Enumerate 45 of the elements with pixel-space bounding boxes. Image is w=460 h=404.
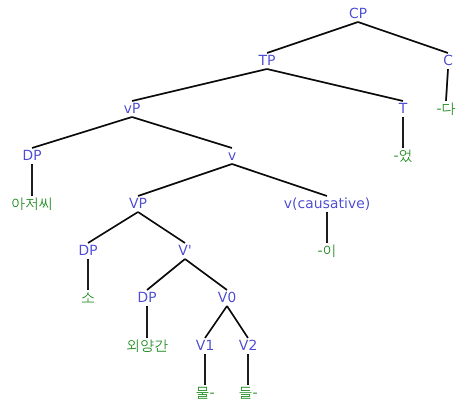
category-label: DP (77, 243, 99, 259)
tree-branch (88, 211, 138, 244)
tree-branch (247, 354, 249, 385)
tree-branch (326, 212, 328, 243)
tree-branch (138, 211, 186, 244)
tree-branch (31, 164, 33, 196)
category-label: v (226, 148, 238, 164)
tree-branch (32, 116, 132, 149)
tree-branch (146, 258, 186, 291)
tree-branch (184, 258, 228, 291)
tree-branch (132, 116, 232, 149)
word-label: 들- (237, 385, 259, 401)
tree-branch (204, 306, 228, 338)
tree-branch (358, 21, 448, 54)
word-label: -었 (392, 148, 414, 164)
word-label: 아저씨 (10, 196, 54, 212)
tree-branch (226, 306, 249, 338)
word-label: 외양간 (125, 338, 169, 354)
word-label: -다 (435, 101, 457, 117)
tree-branch (402, 117, 404, 148)
category-label: vP (122, 101, 142, 117)
category-label: CP (348, 6, 368, 22)
tree-branch (266, 21, 358, 54)
category-label: DP (136, 290, 158, 306)
category-label: V2 (238, 338, 258, 354)
word-label: 소 (80, 290, 96, 306)
category-label: V0 (216, 290, 238, 306)
category-label: V1 (194, 338, 216, 354)
category-label: V' (177, 243, 193, 259)
category-label: C (442, 53, 454, 69)
word-label: -이 (316, 243, 338, 259)
tree-branch (445, 68, 449, 102)
tree-branch (138, 163, 232, 197)
category-label: DP (21, 148, 43, 164)
category-label: T (398, 101, 408, 117)
tree-branch (146, 306, 148, 338)
tree-branch (266, 68, 404, 102)
category-label: v(causative) (282, 196, 372, 212)
category-label: TP (258, 53, 276, 69)
tree-branch (132, 68, 268, 102)
tree-branch (87, 259, 89, 290)
category-label: VP (128, 196, 148, 212)
tree-branch (232, 163, 328, 197)
tree-branch (204, 354, 206, 385)
word-label: 물- (194, 385, 216, 401)
